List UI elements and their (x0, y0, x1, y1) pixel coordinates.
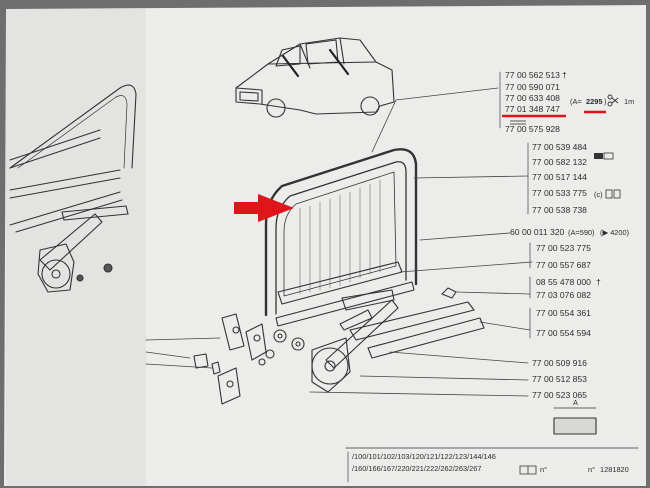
door-frame-inner (275, 161, 407, 315)
windshield-cut-suffix: ) (604, 97, 606, 106)
right-rail-upper (349, 301, 475, 341)
glass-tint-icon (594, 152, 614, 160)
glass-section-sample (553, 417, 597, 435)
bolt-part-alt: 77 03 076 082 (536, 290, 591, 300)
small-parts (193, 313, 305, 405)
left-rail (9, 191, 123, 233)
regulator-main-arm (325, 299, 399, 369)
model-list-line-2: /160/166/167/220/221/222/262/263/267 (352, 464, 481, 473)
left-strip (61, 205, 129, 221)
regulator-gear (311, 347, 349, 385)
left-regulator-arm (39, 213, 103, 271)
regulator-gear-hub (324, 360, 336, 372)
regulator-part-2: 77 00 557 687 (536, 260, 591, 270)
dimension-label: A (573, 398, 578, 407)
page-number: 1281820 (600, 465, 629, 474)
windshield-alt-1: 77 00 590 071 (505, 82, 560, 92)
car-drawing-icon (235, 37, 395, 118)
model-list-line-1: /100/101/102/103/120/121/122/123/144/146 (352, 452, 496, 461)
glass-part-3: 77 00 517 144 (532, 172, 587, 182)
regulator-bracket (341, 289, 395, 311)
red-arrow-icon (234, 194, 294, 222)
lower-part-3: 77 00 523 065 (532, 390, 587, 400)
seal-range: (▶ 4200) (600, 228, 629, 237)
left-regulator-plate (37, 243, 75, 293)
left-knob-2 (76, 274, 84, 282)
scissors-icon (607, 94, 619, 107)
windshield-alt-3: 77 01 348 747 (505, 104, 560, 114)
windshield-part: 77 00 562 513 (505, 70, 560, 80)
windshield-cut-prefix: (A= (570, 97, 582, 106)
channel-part-2: 77 00 554 594 (536, 328, 591, 338)
paper-page (4, 5, 646, 486)
windshield-alt-2: 77 00 633 408 (505, 93, 560, 103)
windshield-cut-unit: 1m (624, 97, 634, 106)
windshield-mark: † (562, 70, 567, 80)
line-art (9, 37, 639, 483)
left-channel-upper (9, 129, 101, 169)
left-channel-mid (9, 169, 121, 199)
right-rail-lower (367, 317, 485, 359)
windshield-glass-outline (9, 84, 137, 169)
glass-part-1: 77 00 539 484 (532, 142, 587, 152)
glass-option-c: (c) (594, 190, 603, 199)
leader-lines (145, 87, 533, 397)
paper-shade (6, 9, 146, 486)
lower-part-1: 77 00 509 916 (532, 358, 587, 368)
door-glass (283, 171, 397, 297)
glass-part-5: 77 00 538 738 (532, 205, 587, 215)
seal-part: 60 00 011 320 (510, 227, 565, 237)
windshield-glass-inner (17, 95, 128, 169)
windshield-last: 77 00 575 928 (505, 124, 560, 134)
bolt-part: 08 55 478 000 (536, 277, 591, 287)
book-icon (519, 465, 537, 475)
windshield-cut-value: 2295 (586, 97, 602, 106)
regulator-part-1: 77 00 523 775 (536, 243, 591, 253)
footer-n-2: n° (588, 465, 595, 474)
glass-part-2: 77 00 582 132 (532, 157, 587, 167)
glass-clear-icon (605, 189, 621, 199)
left-regulator-hub (51, 269, 61, 279)
regulator-rail (339, 309, 373, 331)
left-knob (103, 263, 113, 273)
seal-spec: (A=590) (568, 228, 595, 237)
bracket-lines (347, 71, 531, 483)
glass-hatching (299, 179, 381, 295)
left-regulator-gear (41, 259, 71, 289)
lower-part-2: 77 00 512 853 (532, 374, 587, 384)
bolt-mark: † (596, 277, 601, 287)
glass-part-4: 77 00 533 775 (532, 188, 587, 198)
channel-part-1: 77 00 554 361 (536, 308, 591, 318)
footer-n-1: n° (540, 465, 547, 474)
